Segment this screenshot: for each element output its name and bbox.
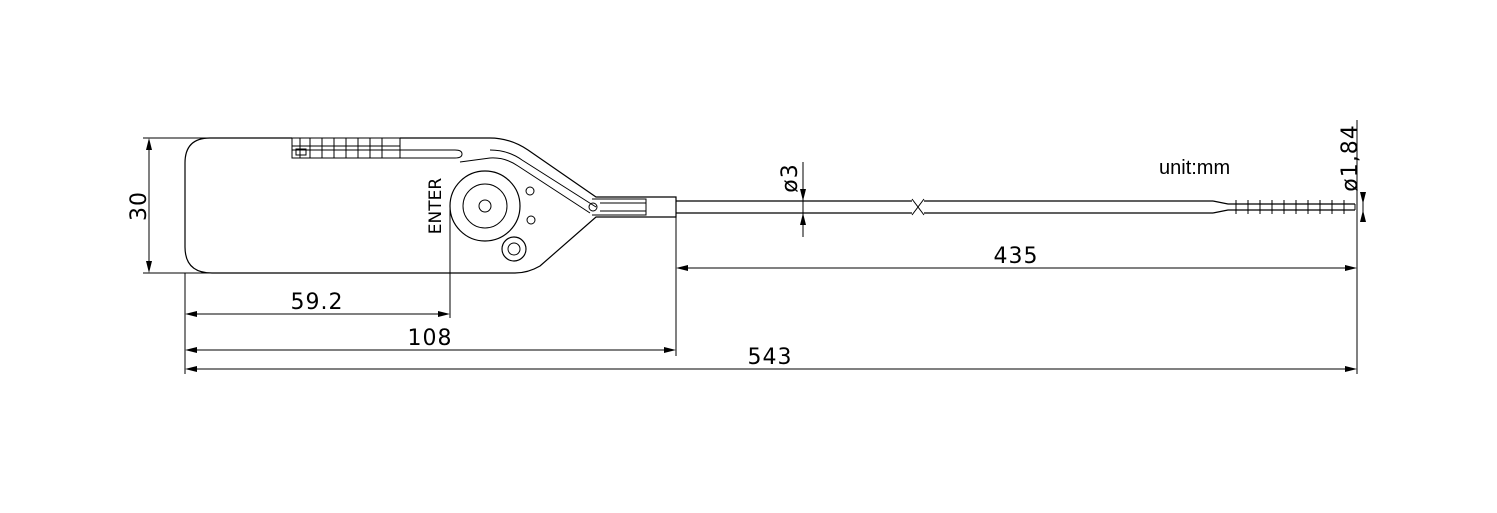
seal-body — [184, 137, 677, 274]
dim-total-length-text: 543 — [748, 345, 793, 370]
dim-height-text: 30 — [127, 191, 152, 221]
dim-to-hole-text: 59.2 — [291, 290, 344, 315]
dim-tip-diameter-text: ø1,84 — [1338, 124, 1363, 191]
dimension-to-hole: 59.2 — [185, 290, 450, 317]
extension-lines — [143, 120, 1364, 374]
dimension-wire-length: 435 — [676, 244, 1357, 271]
unit-label: unit:mm — [1159, 157, 1230, 179]
dim-wire-diameter-text: ø3 — [778, 163, 803, 192]
dim-wire-length-text: 435 — [994, 244, 1039, 269]
dimension-tip-diameter: ø1,84 — [1338, 124, 1366, 222]
seal-wire — [676, 198, 1356, 216]
enter-label: ENTER — [426, 178, 446, 235]
dimension-height: 30 — [127, 138, 152, 273]
dimension-wire-diameter: ø3 — [778, 163, 806, 225]
dimension-body-length: 108 — [185, 326, 676, 353]
dim-body-length-text: 108 — [408, 326, 453, 351]
dimension-total-length: 543 — [185, 345, 1357, 372]
